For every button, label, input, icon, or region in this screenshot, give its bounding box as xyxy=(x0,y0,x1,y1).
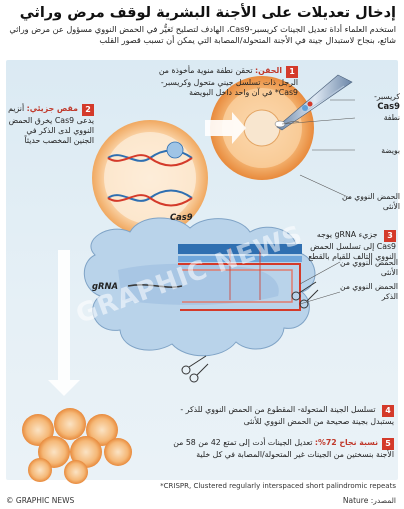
label-egg: بويضة xyxy=(381,146,400,155)
page-title: إدخال تعديلات على الأجنة البشرية لوقف مر… xyxy=(19,5,396,21)
step-1-text: تحقن نطفة منوية مأخوذة من الرجل ذات تسلس… xyxy=(158,66,298,97)
step-2-heading: مقص جزيئي: xyxy=(26,104,78,113)
dna-strand-step3 xyxy=(178,244,302,311)
step-5: 5 نسبة نجاح 72%: تعديل الجينات أدت إلى تم… xyxy=(158,438,394,460)
step-5-number: 5 xyxy=(382,438,394,450)
flow-arrows xyxy=(48,112,246,396)
step-1-number: 1 xyxy=(286,66,298,78)
label-grna: gRNA xyxy=(92,281,118,291)
label-cas9-large: Cas9 xyxy=(170,212,193,222)
step-3-text: جزيء gRNA يوجه Cas9 إلى تسلسل الحمض النو… xyxy=(308,230,396,261)
step-3-number: 3 xyxy=(384,230,396,242)
injection-needle xyxy=(276,74,353,131)
step-4-text: تسلسل الجينة المتحولة- المقطوع من الحمض … xyxy=(180,405,394,426)
label-female-dna-2: الحمض النووي من الأنثى xyxy=(340,258,398,277)
scissors-icon-2 xyxy=(181,355,209,383)
label-crispr: كريسبر- xyxy=(374,92,400,101)
embryo-cells-cluster xyxy=(22,408,132,484)
footer: *CRISPR, Clustered regularly interspaced… xyxy=(0,482,404,509)
step-2-number: 2 xyxy=(82,104,94,116)
step-1-heading: الحقن: xyxy=(255,66,282,75)
dna-helix-bottom xyxy=(107,189,193,207)
credit: © GRAPHIC NEWS xyxy=(6,496,75,505)
step-4: 4 تسلسل الجينة المتحولة- المقطوع من الحم… xyxy=(158,405,394,427)
step-2: 2 مقص جزيئي: أنزيم يدعى Cas9 يخرق الحمض ا… xyxy=(8,104,94,146)
footnote: *CRISPR, Clustered regularly interspaced… xyxy=(160,482,396,490)
cas9-small-molecule xyxy=(166,141,184,159)
label-male-dna: الحمض النووي من الذكر xyxy=(340,282,398,301)
source: المصدر: Nature xyxy=(342,496,396,505)
crispr-molecule-needle xyxy=(302,101,313,111)
label-cas9: Cas9 xyxy=(377,101,400,111)
step-5-text: تعديل الجينات أدت إلى تمتع 42 من 58 من ا… xyxy=(173,438,394,459)
step-4-number: 4 xyxy=(382,405,394,417)
grna-strand xyxy=(127,284,183,288)
step-2-text: أنزيم يدعى Cas9 يخرق الحمض النووي لدى ال… xyxy=(8,104,94,145)
leader-lines xyxy=(281,99,356,305)
step-1: 1 الحقن: تحقن نطفة منوية مأخوذة من الرجل … xyxy=(158,66,298,98)
step-3: 3 جزيء gRNA يوجه Cas9 إلى تسلسل الحمض ال… xyxy=(300,230,396,262)
label-female-dna: الحمض النووي من الأنثى xyxy=(342,192,400,211)
intro-text: استخدم العلماء أداة تعديل الجينات كريسبر… xyxy=(9,24,396,45)
step-5-heading: نسبة نجاح 72%: xyxy=(314,438,378,447)
label-sperm: نطفة xyxy=(383,113,400,122)
